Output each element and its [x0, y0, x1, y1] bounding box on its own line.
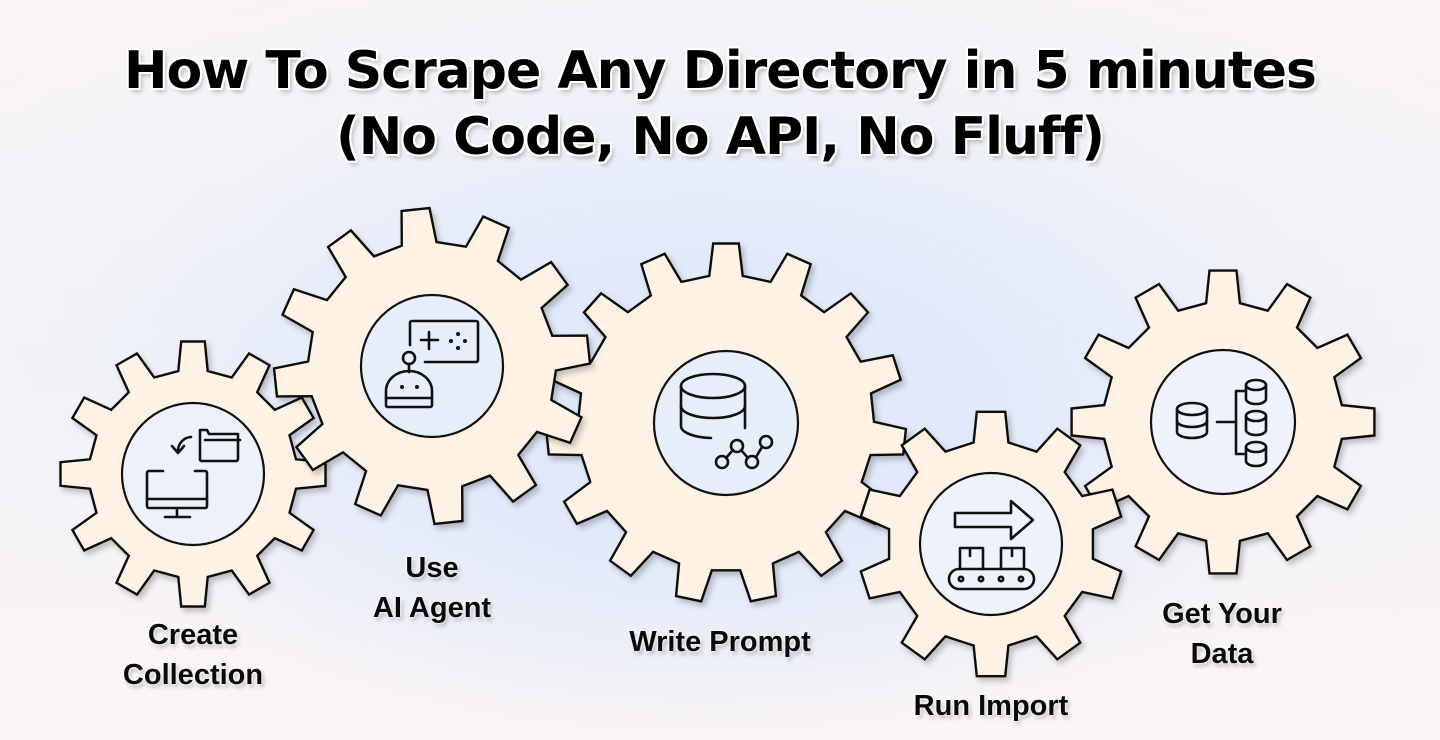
- gear-hub: [918, 471, 1064, 617]
- title-line-2: (No Code, No API, No Fluff): [336, 107, 1105, 167]
- monitor-folder-import-icon: [145, 428, 242, 519]
- database-hierarchy-icon: [1175, 378, 1268, 468]
- step-label-get-your-data: Get Your Data: [1162, 598, 1282, 670]
- conveyor-arrow-icon: [947, 499, 1036, 591]
- robot-controller-icon: [384, 319, 480, 409]
- step-label-write-prompt: Write Prompt: [629, 626, 811, 658]
- gear-get-your-data: [1070, 269, 1376, 575]
- gear-create-collection: [59, 340, 327, 608]
- title-line-1: How To Scrape Any Directory in 5 minutes: [124, 41, 1317, 101]
- gear-use-ai-agent: [272, 206, 592, 526]
- gear-hub: [120, 401, 266, 547]
- step-label-create-collection: Create Collection: [122, 619, 264, 691]
- gear-hub: [652, 349, 800, 497]
- gear-write-prompt: [544, 242, 908, 603]
- gear-hub: [359, 293, 505, 439]
- step-label-run-import: Run Import: [913, 690, 1069, 722]
- step-label-use-ai-agent: Use AI Agent: [372, 552, 492, 624]
- gear-run-import: [859, 410, 1123, 678]
- page-title: How To Scrape Any Directory in 5 minutes…: [0, 38, 1440, 170]
- database-chart-icon: [679, 372, 774, 470]
